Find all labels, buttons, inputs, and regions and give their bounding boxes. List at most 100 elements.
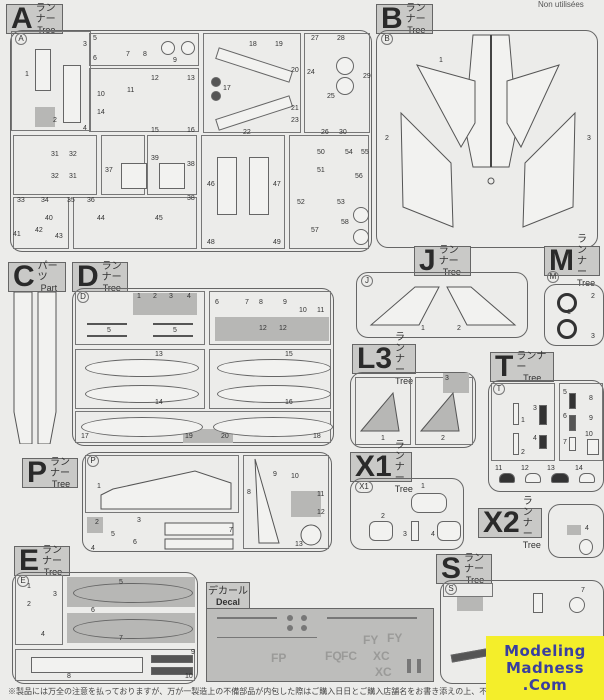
corner-text: Non utilisées <box>538 0 584 9</box>
part-number: 32 <box>69 151 77 158</box>
part-number: 39 <box>151 155 159 162</box>
pod-part <box>73 619 193 639</box>
runner-jp: ランナー <box>516 350 547 373</box>
decal-en: Decal <box>215 597 241 607</box>
canopy-part <box>411 493 447 513</box>
part-number: 25 <box>327 93 335 100</box>
part-number: 45 <box>155 215 163 222</box>
part-shape <box>533 593 543 613</box>
sprue-cell <box>13 197 69 249</box>
wheel-part <box>353 229 369 245</box>
footer-note: ※製品には万全の注意を払っておりますが、万が一製造上の不備部品が内包した際はご購… <box>8 687 552 696</box>
gray-part <box>183 429 233 443</box>
part-number: 1 <box>137 293 141 300</box>
sprue-tag: B <box>381 33 393 45</box>
runner-letter: T <box>495 350 514 383</box>
part-number: 4 <box>585 525 589 532</box>
part-number: 38 <box>187 161 195 168</box>
sprue-frame-x2: 4 <box>548 504 604 558</box>
part-number: 6 <box>91 607 95 614</box>
part-number: 10 <box>299 307 307 314</box>
runner-letter: D <box>77 260 99 293</box>
part-number: 3 <box>445 375 449 382</box>
part-number: 5 <box>111 531 115 538</box>
part-number: 12 <box>317 509 325 516</box>
part-number: 5 <box>119 579 123 586</box>
decal-mark <box>407 659 411 673</box>
sprue-frame-a: A 1 2 3 4 5 6 7 8 9 10 11 12 13 14 15 16… <box>10 30 372 252</box>
part-number: 4 <box>83 125 87 132</box>
rod-part <box>153 335 193 337</box>
part-number: 21 <box>291 105 299 112</box>
part-shape <box>579 473 595 483</box>
part-number: 7 <box>245 299 249 306</box>
part-number: 14 <box>155 399 163 406</box>
runner-letter: C <box>13 260 35 293</box>
runner-en: Tree <box>394 483 413 494</box>
part-number: 4 <box>187 293 191 300</box>
runner-letter: X1 <box>355 450 392 483</box>
part-number: 8 <box>247 489 251 496</box>
part-shape <box>151 667 193 675</box>
gray-part <box>291 491 321 517</box>
sprue-frame-x1: X1 1 2 3 4 <box>350 478 464 550</box>
part-number: 17 <box>223 85 231 92</box>
ring-part <box>557 319 577 339</box>
wing-parts-drawing <box>400 34 576 228</box>
pod-part <box>85 385 199 403</box>
gray-part <box>443 373 469 393</box>
part-number: 8 <box>259 299 263 306</box>
part-number: 6 <box>93 55 97 62</box>
decal-text-mark: FY <box>387 631 403 645</box>
part-number: 46 <box>207 181 215 188</box>
part-shape <box>525 473 541 483</box>
runner-letter: A <box>11 2 33 35</box>
part-number: 8 <box>143 51 147 58</box>
runner-en: Tree <box>577 277 596 288</box>
part-number: 8 <box>589 395 593 402</box>
wheel-part <box>336 57 354 75</box>
part-number: 14 <box>97 109 105 116</box>
part-number: 9 <box>191 649 195 656</box>
part-number: 18 <box>249 41 257 48</box>
pod-part <box>81 417 203 437</box>
part-number: 11 <box>317 307 325 314</box>
watermark-line: Madness <box>506 658 584 677</box>
sprue-cell <box>491 383 555 461</box>
part-number: 51 <box>317 167 325 174</box>
p-parts-drawing <box>100 458 322 550</box>
runner-letter: S <box>441 552 462 585</box>
wheel-part <box>211 91 221 101</box>
part-number: 10 <box>185 673 193 680</box>
runner-jp: ランナー <box>35 2 56 25</box>
part-shape <box>513 403 519 425</box>
sprue-frame-t: T 1 2 3 4 5 6 7 8 9 10 11 12 13 14 <box>488 380 604 492</box>
part-number: 5 <box>563 389 567 396</box>
part-number: 52 <box>297 199 305 206</box>
part-number: 1 <box>521 417 525 424</box>
sprue-cell <box>73 197 197 249</box>
part-number: 36 <box>87 197 95 204</box>
part-number: 32 <box>51 173 59 180</box>
part-number: 47 <box>273 181 281 188</box>
part-number: 7 <box>119 635 123 642</box>
runner-en: Tree <box>407 24 426 35</box>
sprue-cell <box>443 583 493 597</box>
part-shape <box>249 157 269 215</box>
sprue-frame-j: J 1 2 <box>356 272 528 338</box>
sprue-cell <box>85 455 239 513</box>
part-number: 19 <box>275 41 283 48</box>
sprue-cell <box>15 649 195 681</box>
sprue-cell <box>89 68 199 132</box>
sprue-frame-l3: 1 2 3 <box>350 372 476 448</box>
watermark-logo: Modeling Madness .Com <box>486 636 604 700</box>
part-number: 48 <box>207 239 215 246</box>
part-number: 16 <box>285 399 293 406</box>
part-number: 12 <box>279 325 287 332</box>
gray-part <box>567 525 581 535</box>
part-number: 18 <box>313 433 321 440</box>
